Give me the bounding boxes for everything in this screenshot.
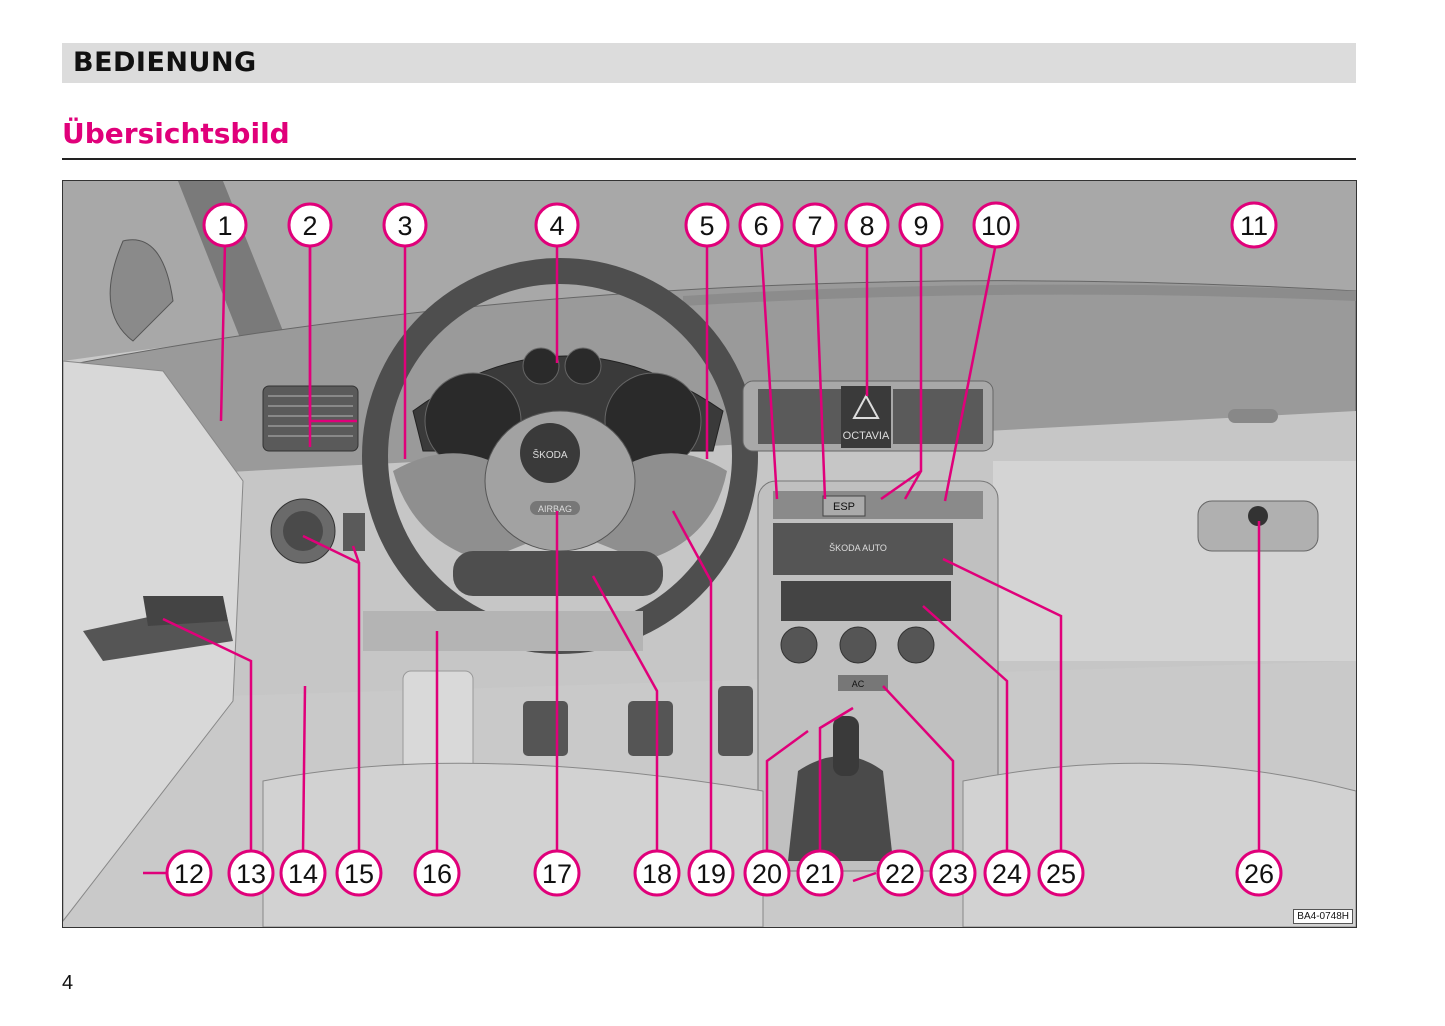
esp-button-label: ESP [833,501,855,513]
svg-text:4: 4 [549,211,564,241]
radio-label: ŠKODA AUTO [829,543,887,553]
svg-text:6: 6 [753,211,768,241]
dashboard-illustration: ŠKODA AIRBAG OCTAVIA ESP ŠKODA AUTO AC [63,181,1356,927]
svg-text:9: 9 [913,211,928,241]
svg-text:25: 25 [1046,859,1076,889]
callout-20: 20 [743,849,791,897]
callout-2: 2 [287,202,333,248]
svg-text:18: 18 [642,859,672,889]
ac-label: AC [852,679,865,689]
title-rule [62,158,1356,160]
svg-text:3: 3 [397,211,412,241]
callout-19: 19 [687,849,735,897]
svg-text:11: 11 [1240,211,1268,241]
callout-16: 16 [413,849,461,897]
callout-12: 12 [165,849,213,897]
svg-text:26: 26 [1244,859,1274,889]
svg-text:20: 20 [752,859,782,889]
callout-7: 7 [792,202,838,248]
callout-17: 17 [533,849,581,897]
svg-text:22: 22 [885,859,915,889]
callout-10: 10 [972,201,1020,249]
callout-26: 26 [1235,849,1283,897]
svg-text:17: 17 [542,859,572,889]
dashboard-overview-figure: ŠKODA AIRBAG OCTAVIA ESP ŠKODA AUTO AC [62,180,1357,928]
callout-9: 9 [898,202,944,248]
callout-8: 8 [844,202,890,248]
svg-text:19: 19 [696,859,726,889]
svg-text:16: 16 [422,859,452,889]
section-title: BEDIENUNG [73,47,257,78]
callout-22: 22 [876,849,924,897]
airbag-label: AIRBAG [538,504,572,514]
callout-5: 5 [684,202,730,248]
svg-text:21: 21 [805,859,835,889]
brand-skoda-label: ŠKODA [532,448,567,461]
svg-text:10: 10 [981,211,1011,241]
svg-text:2: 2 [302,211,317,241]
callout-25: 25 [1037,849,1085,897]
svg-text:15: 15 [344,859,374,889]
brand-octavia-label: OCTAVIA [843,430,890,442]
callout-21: 21 [796,849,844,897]
callout-23: 23 [929,849,977,897]
svg-text:14: 14 [288,859,318,889]
callout-6: 6 [738,202,784,248]
callout-3: 3 [382,202,428,248]
callout-13: 13 [227,849,275,897]
svg-text:5: 5 [699,211,714,241]
figure-code: BA4-0748H [1293,909,1353,924]
svg-text:13: 13 [236,859,266,889]
section-header-bar: BEDIENUNG [62,43,1356,83]
callout-18: 18 [633,849,681,897]
svg-text:12: 12 [174,859,204,889]
svg-text:8: 8 [859,211,874,241]
callout-1: 1 [202,202,248,248]
svg-text:7: 7 [807,211,822,241]
callouts: 1 2 3 4 5 6 7 8 9 10 11 12 13 14 15 16 1… [165,201,1283,897]
callout-11: 11 [1230,201,1278,249]
svg-text:23: 23 [938,859,968,889]
callout-14: 14 [279,849,327,897]
svg-text:1: 1 [217,211,232,241]
callout-4: 4 [534,202,580,248]
callout-15: 15 [335,849,383,897]
svg-text:24: 24 [992,859,1022,889]
page-title: Übersichtsbild [62,117,290,150]
page-number: 4 [62,972,74,994]
callout-24: 24 [983,849,1031,897]
